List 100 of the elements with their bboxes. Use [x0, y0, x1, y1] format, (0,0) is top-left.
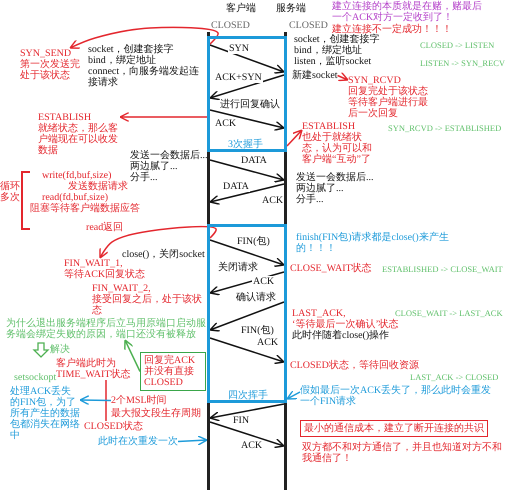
note-text: 双方都不和对方通信了，并且也知道对方不和我通信了！: [302, 442, 502, 464]
state-name: ESTABLISH: [38, 112, 92, 123]
state-transition: SYN_RCVD -> ESTABLISHED: [388, 123, 502, 134]
note-text: 2个MSL时间: [111, 395, 167, 406]
edge-label: FIN: [232, 415, 250, 426]
state-transition: CLOSED -> LISTEN: [420, 40, 494, 51]
arrow: [209, 74, 284, 100]
edge-label: ACK: [240, 440, 264, 451]
function-name: setsockopt: [14, 372, 56, 383]
code-text: read返回: [86, 222, 124, 233]
note-text: 最小的通信成本，建立了断开连接的共识: [304, 423, 484, 434]
note-text: 假如最后一次ACK丢失了，那么此时会重发一个FIN请求: [300, 385, 500, 407]
state-note: 就绪状态，那么客户端现在可以收发数据: [38, 123, 119, 156]
message-note: ACK: [262, 195, 284, 206]
message-note: 确认请求: [236, 292, 276, 303]
state-note: 也处于就绪状态，认为可以和客户端“互动”了: [302, 132, 373, 165]
state-note: 等待ACK回复状态: [64, 269, 146, 280]
state-name: CLOSED状态: [84, 421, 143, 432]
code-text: read(fd,buf,size): [42, 192, 108, 203]
arrow: [210, 421, 285, 448]
note-text: 发送一会数据后...: [296, 172, 374, 183]
edge-label: ACK: [214, 118, 238, 129]
state-name: CLOSED: [289, 20, 328, 31]
edge-label: DATA: [240, 155, 268, 166]
state-name: SYN_SEND: [20, 48, 72, 59]
note-text: 两边腻了...: [296, 183, 344, 194]
state-note: 回复完处于该状态等待客户端进行最后一次回复: [348, 86, 429, 119]
phase-label: 3次握手: [228, 139, 263, 150]
edge-label: ACK: [252, 276, 276, 287]
state-note: 第一次发送完处于该状态: [20, 59, 81, 81]
note-box: [140, 352, 206, 391]
step-text: listen，监听socket: [294, 56, 372, 67]
arrow: [209, 301, 284, 332]
arrow: [79, 394, 112, 406]
note-text: 建立连接不一定成功！！！: [332, 24, 452, 35]
step-text: close()，关闭socket: [122, 249, 205, 260]
solution-label: 解决: [50, 344, 70, 355]
arrow: [99, 226, 217, 259]
arrow: [178, 435, 208, 446]
arrow: [210, 337, 285, 364]
note-text: 阻塞等待客户端数据应答: [30, 203, 140, 214]
note-text: 处理ACK丢失的FIN包，为了所有产生的数据包都消失在网络中: [10, 386, 80, 441]
state-note: ‘等待最后一次确认’状态: [292, 319, 399, 330]
note-text: 分手...: [130, 172, 158, 183]
arrow: [337, 72, 349, 82]
edge-label: ACK: [256, 337, 280, 348]
edge-label: DATA: [222, 181, 250, 192]
state-name: FIN_WAIT_1,: [64, 258, 123, 269]
phase-label: 四次挥手: [228, 390, 268, 401]
note-text: 最大报文段生存周期: [111, 408, 201, 419]
step-text: bind，绑定地址: [294, 45, 362, 56]
arrow: [210, 44, 285, 74]
state-name: SYN_RCVD: [348, 75, 401, 86]
note-text: 两边腻了...: [130, 161, 178, 172]
note-text: 发送一会数据后...: [130, 150, 208, 161]
lifeline-label: 客户端: [226, 3, 256, 14]
step-text: socket，创建套接字: [88, 44, 174, 55]
arrow: [210, 239, 285, 268]
state-transition: LISTEN -> SYN_RECV: [420, 58, 506, 69]
note-text: 分手...: [296, 194, 324, 205]
state-name: CLOSED状态，等待回收资源: [290, 360, 419, 371]
lifeline-bar: [207, 32, 210, 490]
edge-label: SYN: [228, 43, 250, 54]
edge-label: FIN(包): [236, 236, 271, 247]
arrow: [286, 390, 300, 400]
state-name: ESTABLISH: [302, 121, 356, 132]
arrow: [209, 403, 284, 422]
edge-label: ACK+SYN: [214, 72, 263, 83]
lifeline-bar: [284, 32, 287, 490]
step-text: connect，向服务端发起连接请求: [88, 66, 200, 88]
state-name: FIN_WAIT_2,: [92, 283, 151, 294]
note-text: 为什么退出服务端程序后立马用原端口启动服务端会绑定失败的原因，端口还没有被释放: [6, 318, 208, 340]
note-text: finish(FIN包)请求都是close()来产生的！！！: [296, 232, 450, 254]
arrow: [210, 109, 285, 131]
arrow: [119, 112, 207, 122]
note-box: [300, 420, 488, 437]
state-name: LAST_ACK,: [292, 308, 346, 319]
arrow: [69, 26, 219, 49]
state-note: 接受回复之后，处于该状态: [92, 294, 203, 316]
step-text: bind，绑定地址: [88, 55, 156, 66]
message-note: 进行回复确认: [220, 99, 280, 110]
step-text: socket，创建套接字: [294, 34, 380, 45]
message-note: 关闭请求: [218, 262, 258, 273]
note-text: 建立连接的本质就是在赌，赌最后一个ACK对方一定收到了！: [332, 1, 482, 23]
loop-label: 循环多次: [0, 181, 20, 203]
arrow: [209, 271, 284, 296]
state-note: 客户端此时为TIME_WAIT状态: [56, 358, 138, 380]
note-text: 发送数据请求: [68, 181, 128, 192]
note-text: 此时在次重发一次: [98, 436, 178, 447]
arrow: [209, 183, 284, 205]
step-text: 新建socket: [292, 70, 338, 81]
state-transition: LAST_ACK -> CLOSED: [410, 372, 498, 383]
lifeline-label: 服务端: [276, 3, 306, 14]
note-text: 回复完ACK并没有直接CLOSED: [144, 355, 196, 388]
state-name: CLOSE_WAIT状态: [290, 263, 372, 274]
state-transition: ESTABLISHED -> CLOSE_WAIT: [382, 264, 503, 275]
connector-line: [105, 380, 107, 421]
arrow: [124, 339, 141, 372]
edge-label: FIN(包): [240, 325, 275, 336]
code-text: write(fd,buf,size): [42, 170, 112, 181]
